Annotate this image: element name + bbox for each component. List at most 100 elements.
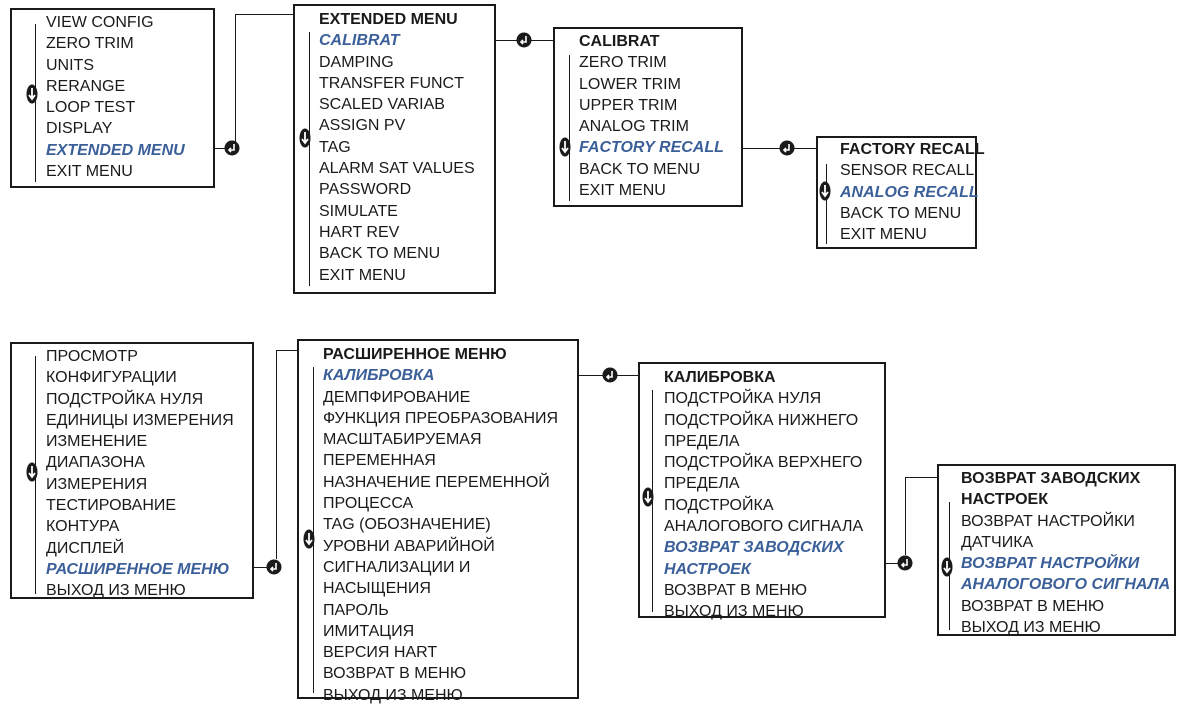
menu-item[interactable]: КОНТУРА: [46, 518, 120, 536]
menu-item[interactable]: ZERO TRIM: [579, 54, 667, 72]
menu-item-selected[interactable]: РАСШИРЕННОЕ МЕНЮ: [46, 560, 230, 578]
menu-item[interactable]: ВОЗВРАТ НАСТРОЙКИ: [961, 512, 1135, 530]
enter-button-icon: [516, 32, 532, 48]
menu-item[interactable]: TRANSFER FUNCT: [319, 74, 464, 92]
menu-item[interactable]: ВОЗВРАТ В МЕНЮ: [323, 665, 466, 683]
enter-button-icon: [266, 559, 282, 575]
bottom-factory-recall-menu-box: ВОЗВРАТ ЗАВОДСКИХ НАСТРОЕК ВОЗВРАТ НАСТР…: [937, 464, 1176, 636]
menu-item[interactable]: DISPLAY: [46, 120, 113, 138]
menu-item-selected[interactable]: CALIBRAT: [319, 32, 400, 50]
menu-item[interactable]: ПРОСМОТР: [46, 348, 138, 365]
menu-item[interactable]: КОНФИГУРАЦИИ: [46, 369, 177, 387]
menu-item[interactable]: TAG (ОБОЗНАЧЕНИЕ): [323, 516, 491, 534]
menu-item[interactable]: BACK TO MENU: [579, 160, 701, 178]
menu-item-selected[interactable]: ANALOG RECALL: [840, 183, 979, 201]
menu-scroll-line: [313, 367, 314, 693]
menu-item[interactable]: ИМИТАЦИЯ: [323, 622, 415, 640]
menu-item[interactable]: RERANGE: [46, 77, 126, 95]
menu-item[interactable]: ПОДСТРОЙКА: [664, 496, 774, 514]
menu-item[interactable]: МАСШТАБИРУЕМАЯ: [323, 431, 482, 449]
menu-item[interactable]: НАСЫЩЕНИЯ: [323, 580, 431, 598]
menu-item[interactable]: ПЕРЕМЕННАЯ: [323, 452, 436, 470]
menu-item[interactable]: BACK TO MENU: [840, 204, 962, 222]
menu-item[interactable]: УРОВНИ АВАРИЙНОЙ: [323, 537, 495, 555]
menu-item[interactable]: АНАЛОГОВОГО СИГНАЛА: [664, 518, 864, 536]
menu-item[interactable]: ДИСПЛЕЙ: [46, 539, 125, 557]
menu-item[interactable]: SCALED VARIAB: [319, 96, 445, 114]
menu-item[interactable]: ZERO TRIM: [46, 35, 134, 53]
scroll-button-icon: [642, 487, 654, 507]
menu-item[interactable]: ПОДСТРОЙКА ВЕРХНЕГО: [664, 454, 863, 472]
scroll-button-icon: [559, 137, 571, 157]
menu-item[interactable]: LOWER TRIM: [579, 75, 681, 93]
menu-item[interactable]: DAMPING: [319, 53, 394, 71]
connector-line: [213, 148, 232, 149]
menu-item[interactable]: ДИАПАЗОНА: [46, 454, 145, 472]
menu-item-selected[interactable]: ВОЗВРАТ ЗАВОДСКИХ: [664, 539, 844, 557]
menu-item[interactable]: ВЫХОД ИЗ МЕНЮ: [323, 686, 463, 704]
menu-item[interactable]: ФУНКЦИЯ ПРЕОБРАЗОВАНИЯ: [323, 409, 559, 427]
menu-item-selected[interactable]: КАЛИБРОВКА: [323, 367, 435, 385]
menu-item[interactable]: EXIT MENU: [840, 226, 927, 244]
connector-line: [276, 350, 298, 351]
menu-item[interactable]: ВОЗВРАТ В МЕНЮ: [664, 581, 807, 599]
menu-item[interactable]: VIEW CONFIG: [46, 14, 154, 31]
menu-item[interactable]: ТЕСТИРОВАНИЕ: [46, 497, 177, 515]
scroll-button-icon: [819, 181, 831, 201]
menu-item[interactable]: НАЗНАЧЕНИЕ ПЕРЕМЕННОЙ: [323, 473, 550, 491]
menu-item[interactable]: TAG: [319, 138, 351, 156]
enter-button-icon: [224, 140, 240, 156]
menu-item[interactable]: SENSOR RECALL: [840, 162, 975, 180]
menu-item[interactable]: ДЕМПФИРОВАНИЕ: [323, 388, 471, 406]
menu-title: FACTORY RECALL: [840, 141, 985, 158]
menu-title: CALIBRAT: [579, 33, 660, 50]
menu-item[interactable]: ЕДИНИЦЫ ИЗМЕРЕНИЯ: [46, 411, 234, 429]
menu-item[interactable]: ВЫХОД ИЗ МЕНЮ: [961, 619, 1101, 637]
menu-item-selected[interactable]: НАСТРОЕК: [664, 560, 751, 578]
menu-item[interactable]: UNITS: [46, 56, 94, 74]
menu-item[interactable]: ВЫХОД ИЗ МЕНЮ: [46, 582, 186, 600]
menu-item-selected[interactable]: ВОЗВРАТ НАСТРОЙКИ: [961, 555, 1140, 573]
menu-item[interactable]: PASSWORD: [319, 181, 412, 199]
menu-item[interactable]: ПАРОЛЬ: [323, 601, 389, 619]
menu-item[interactable]: ASSIGN PV: [319, 117, 406, 135]
menu-item[interactable]: ИЗМЕНЕНИЕ: [46, 433, 148, 451]
menu-item[interactable]: ПОДСТРОЙКА НИЖНЕГО: [664, 411, 859, 429]
menu-item[interactable]: ANALOG TRIM: [579, 118, 689, 136]
menu-item[interactable]: SIMULATE: [319, 202, 398, 220]
menu-item-selected[interactable]: EXTENDED MENU: [46, 141, 185, 159]
menu-item-selected[interactable]: АНАЛОГОВОГО СИГНАЛА: [961, 576, 1171, 594]
menu-item[interactable]: EXIT MENU: [319, 266, 406, 284]
enter-button-icon: [779, 140, 795, 156]
top-main-menu-box: VIEW CONFIG ZERO TRIM UNITS RERANGE LOOP…: [10, 8, 215, 188]
scroll-button-icon: [941, 557, 953, 577]
menu-item-selected[interactable]: FACTORY RECALL: [579, 139, 724, 157]
menu-item[interactable]: ДАТЧИКА: [961, 533, 1034, 551]
menu-item[interactable]: ПОДСТРОЙКА НУЛЯ: [664, 390, 822, 408]
menu-item[interactable]: ПРЕДЕЛА: [664, 475, 740, 493]
menu-item[interactable]: UPPER TRIM: [579, 96, 678, 114]
menu-item[interactable]: EXIT MENU: [46, 163, 133, 181]
bottom-calibrat-menu-box: КАЛИБРОВКА ПОДСТРОЙКА НУЛЯ ПОДСТРОЙКА НИ…: [638, 362, 886, 620]
menu-item[interactable]: ПОДСТРОЙКА НУЛЯ: [46, 390, 204, 408]
menu-title: ВОЗВРАТ ЗАВОДСКИХ: [961, 470, 1141, 487]
menu-item[interactable]: LOOP TEST: [46, 99, 136, 117]
menu-item[interactable]: ПРОЦЕССА: [323, 495, 414, 513]
menu-title: КАЛИБРОВКА: [664, 369, 776, 386]
connector-line: [235, 14, 295, 15]
menu-item[interactable]: HART REV: [319, 223, 400, 241]
menu-item[interactable]: СИГНАЛИЗАЦИИ И: [323, 558, 471, 576]
menu-item[interactable]: ВОЗВРАТ В МЕНЮ: [961, 597, 1104, 615]
connector-line: [905, 477, 938, 478]
menu-title: НАСТРОЕК: [961, 491, 1048, 509]
menu-item[interactable]: EXIT MENU: [579, 182, 666, 200]
menu-item[interactable]: ПРЕДЕЛА: [664, 432, 740, 450]
menu-item[interactable]: ВЕРСИЯ HART: [323, 644, 438, 662]
top-extended-menu-box: EXTENDED MENU CALIBRAT DAMPING TRANSFER …: [293, 4, 496, 294]
menu-item[interactable]: ALARM SAT VALUES: [319, 160, 475, 178]
menu-item[interactable]: ВЫХОД ИЗ МЕНЮ: [664, 603, 804, 621]
menu-title: РАСШИРЕННОЕ МЕНЮ: [323, 346, 507, 363]
connector-line: [905, 477, 906, 555]
menu-item[interactable]: ИЗМЕРЕНИЯ: [46, 475, 148, 493]
menu-item[interactable]: BACK TO MENU: [319, 245, 441, 263]
